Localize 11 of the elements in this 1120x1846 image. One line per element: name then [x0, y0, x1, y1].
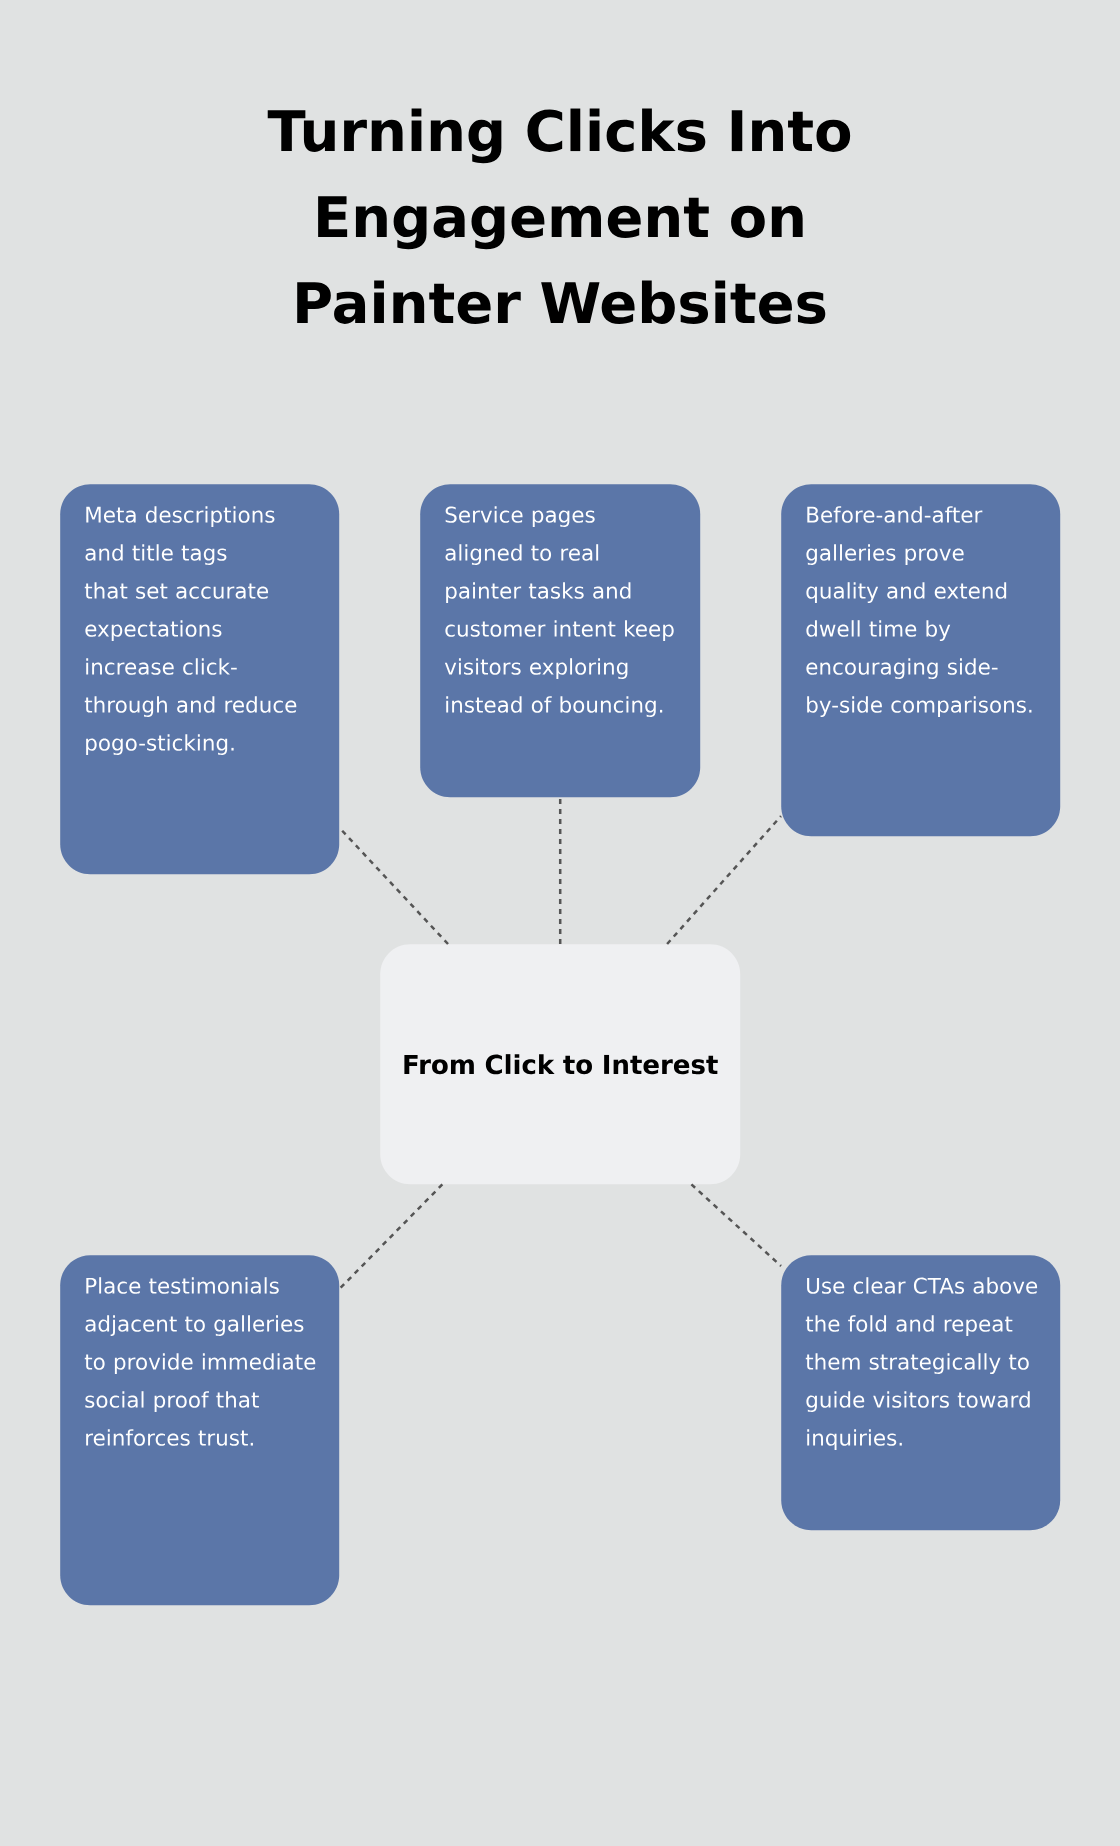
connector-line: [690, 1183, 782, 1267]
connector-line: [338, 1183, 444, 1290]
text-box: Before-and-after galleries prove quality and extend dwell time by encouraging side-by-side comparisons.: [781, 484, 1061, 837]
title: Turning Clicks Into Engagement on Painter Websites: [267, 108, 851, 324]
text-box: Place testimonials adjacent to galleries to provide immediate social proof that reinforces trust.: [60, 1255, 340, 1606]
center-box: From Click to Interest: [380, 944, 741, 1185]
text-box: Use clear CTAs above the fold and repeat them strategically to guide visitors toward inquiries.: [781, 1255, 1061, 1531]
connector-line: [666, 815, 782, 945]
text-box: Meta descriptions and title tags that set accurate expectations increase click-through and reduce pogo-sticking.: [60, 484, 340, 875]
text-box: Service pages aligned to real painter tasks and customer intent keep visitors exploring instead of bouncing.: [420, 484, 701, 798]
connector-line: [558, 797, 562, 944]
